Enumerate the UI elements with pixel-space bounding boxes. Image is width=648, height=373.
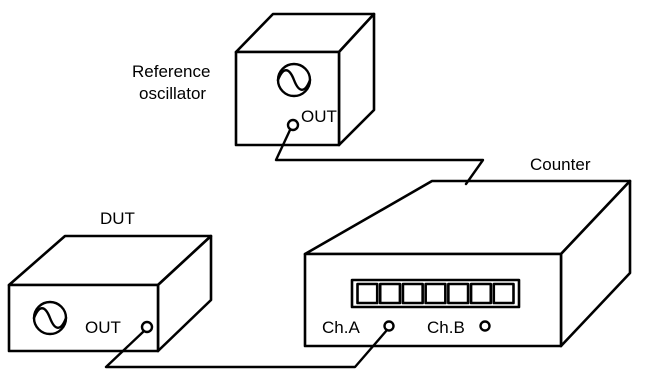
counter-display-digit	[356, 282, 379, 305]
sine-wave-icon	[32, 300, 68, 336]
reference-oscillator-front	[234, 50, 341, 147]
reference-oscillator: OUT	[234, 12, 376, 147]
dut: OUT	[7, 234, 213, 353]
dut-label: DUT	[100, 209, 135, 228]
counter-display	[350, 278, 521, 309]
counter-display-digit	[447, 282, 470, 305]
reference-out-connector-icon	[286, 118, 300, 132]
counter: Ch.A Ch.B	[303, 179, 632, 348]
channel-a-connector-icon	[383, 320, 395, 332]
counter-display-digit	[401, 282, 424, 305]
channel-b-connector-icon	[479, 320, 491, 332]
counter-display-digit	[469, 282, 493, 305]
counter-display-digit	[378, 282, 402, 305]
counter-display-digit	[424, 282, 447, 305]
dut-out-connector-icon	[140, 320, 154, 334]
reference-oscillator-label-line2: oscillator	[139, 84, 206, 103]
channel-a-label: Ch.A	[322, 318, 360, 337]
reference-cable	[274, 128, 485, 186]
counter-label: Counter	[530, 155, 591, 174]
dut-cable	[104, 328, 389, 369]
counter-display-digit	[492, 282, 515, 305]
dut-out-label: OUT	[85, 318, 121, 337]
channel-b-label: Ch.B	[427, 318, 465, 337]
sine-wave-icon	[276, 62, 312, 98]
reference-out-label: OUT	[301, 107, 337, 126]
dut-front	[7, 283, 160, 353]
reference-oscillator-label-line1: Reference	[132, 62, 210, 81]
